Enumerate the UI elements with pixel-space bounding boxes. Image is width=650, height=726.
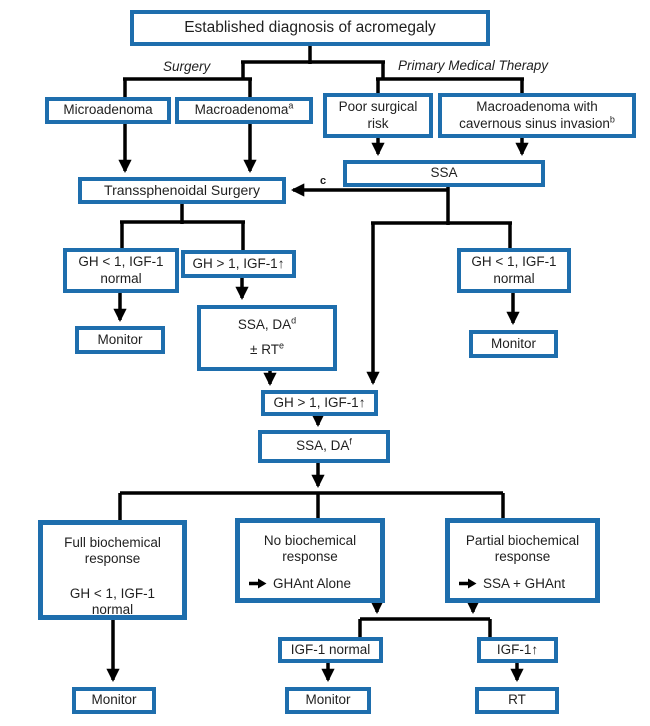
node-partial-biochemical-response: Partial biochemical response SSA + GHAnt (445, 518, 600, 603)
node-label-line1: GH < 1, IGF-1 (471, 254, 557, 270)
footnote-b-superscript: b (609, 114, 615, 124)
node-label: SSA (430, 165, 458, 181)
node-label-line1: Partial biochemical (465, 533, 580, 548)
node-label-line2: response (84, 551, 141, 567)
footnote-f-superscript: f (349, 436, 352, 447)
node-label-line2: normal (493, 270, 535, 286)
node-label-line2: ± RTe (250, 340, 284, 358)
node-label: SSA, DAf (296, 436, 352, 454)
node-label-text: SSA, DA (237, 317, 292, 333)
node-label-line2: normal (100, 270, 142, 286)
node-label: IGF-1↑ (496, 641, 539, 657)
node-label: GH > 1, IGF-1↑ (273, 394, 366, 410)
node-label-line1: No biochemical (263, 533, 357, 548)
partial-response-action: SSA + GHAnt (450, 576, 565, 592)
node-label-text: SSA, DA (296, 438, 350, 454)
node-no-biochemical-response: No biochemical response GHAnt Alone (235, 518, 385, 603)
node-gh-high-post-surgery: GH > 1, IGF-1↑ (181, 250, 296, 278)
footnote-a-superscript: a (288, 100, 294, 111)
node-monitor-post-ssa: Monitor (469, 330, 558, 358)
node-gh-low-post-ssa: GH < 1, IGF-1 normal (457, 248, 571, 293)
node-ssa-da-f: SSA, DAf (258, 430, 390, 463)
node-poor-surgical-risk: Poor surgical risk (323, 93, 433, 138)
node-gh-low-post-surgery: GH < 1, IGF-1 normal (63, 248, 179, 293)
node-monitor-full-response: Monitor (72, 687, 156, 714)
node-label: Microadenoma (63, 102, 153, 118)
node-monitor-post-surgery: Monitor (75, 326, 165, 354)
node-full-biochemical-response: Full biochemical response GH < 1, IGF-1 … (38, 520, 187, 620)
node-label: Macroadenomaa (194, 100, 294, 118)
node-monitor-igf-normal: Monitor (285, 687, 371, 714)
node-igf-normal: IGF-1 normal (278, 637, 383, 663)
right-arrow-icon (249, 578, 267, 589)
no-response-action: GHAnt Alone (240, 576, 351, 592)
connector-lines (106, 46, 529, 682)
node-transsphenoidal-surgery: Transsphenoidal Surgery (78, 177, 286, 204)
node-label-line2: risk (367, 115, 389, 131)
node-ssa-da-rt: SSA, DAd ± RTe (197, 305, 337, 371)
node-label-line1: GH < 1, IGF-1 (78, 254, 164, 270)
node-criteria-line1: GH < 1, IGF-1 (69, 585, 156, 601)
footnote-c-label: c (320, 175, 327, 187)
node-macroadenoma-cavernous-sinus: Macroadenoma with cavernous sinus invasi… (438, 93, 636, 138)
node-label-text: ± RT (250, 342, 279, 358)
node-label-line1: Macroadenoma with (476, 99, 598, 115)
surgery-branch-label: Surgery (163, 59, 211, 74)
node-ssa: SSA (343, 160, 545, 187)
right-arrow-icon (459, 578, 477, 589)
node-label: Monitor (305, 692, 351, 708)
node-label-line1: SSA, DAd (237, 315, 297, 333)
action-label: GHAnt Alone (273, 575, 352, 591)
node-criteria-line2: normal (91, 602, 134, 618)
node-label-line2: response (282, 549, 338, 565)
node-label-line1: Poor surgical (338, 99, 418, 115)
node-macroadenoma: Macroadenomaa (175, 97, 313, 124)
node-igf-elevated: IGF-1↑ (477, 637, 558, 663)
node-label: Transsphenoidal Surgery (104, 181, 260, 198)
node-established-diagnosis: Established diagnosis of acromegaly (130, 10, 490, 46)
node-label-line2: response (494, 549, 551, 565)
node-label-line1: Full biochemical (64, 535, 161, 550)
node-label: IGF-1 normal (290, 641, 371, 657)
node-rt: RT (475, 687, 559, 714)
node-label-text: cavernous sinus invasion (459, 115, 610, 131)
node-microadenoma: Microadenoma (45, 97, 171, 124)
node-label: Monitor (97, 331, 143, 347)
node-label: Monitor (490, 335, 536, 351)
action-label: SSA + GHAnt (483, 575, 566, 591)
node-label: RT (508, 692, 526, 708)
footnote-d-superscript: d (291, 315, 297, 326)
node-label-text: Macroadenoma (194, 102, 289, 118)
node-label-line2: cavernous sinus invasionb (459, 114, 615, 132)
node-gh-high-combined: GH > 1, IGF-1↑ (261, 390, 378, 416)
primary-medical-therapy-branch-label: Primary Medical Therapy (398, 58, 549, 73)
node-label: Established diagnosis of acromegaly (184, 18, 436, 36)
node-label: GH > 1, IGF-1↑ (192, 255, 285, 271)
footnote-e-superscript: e (278, 340, 284, 351)
node-label: Monitor (91, 692, 137, 708)
